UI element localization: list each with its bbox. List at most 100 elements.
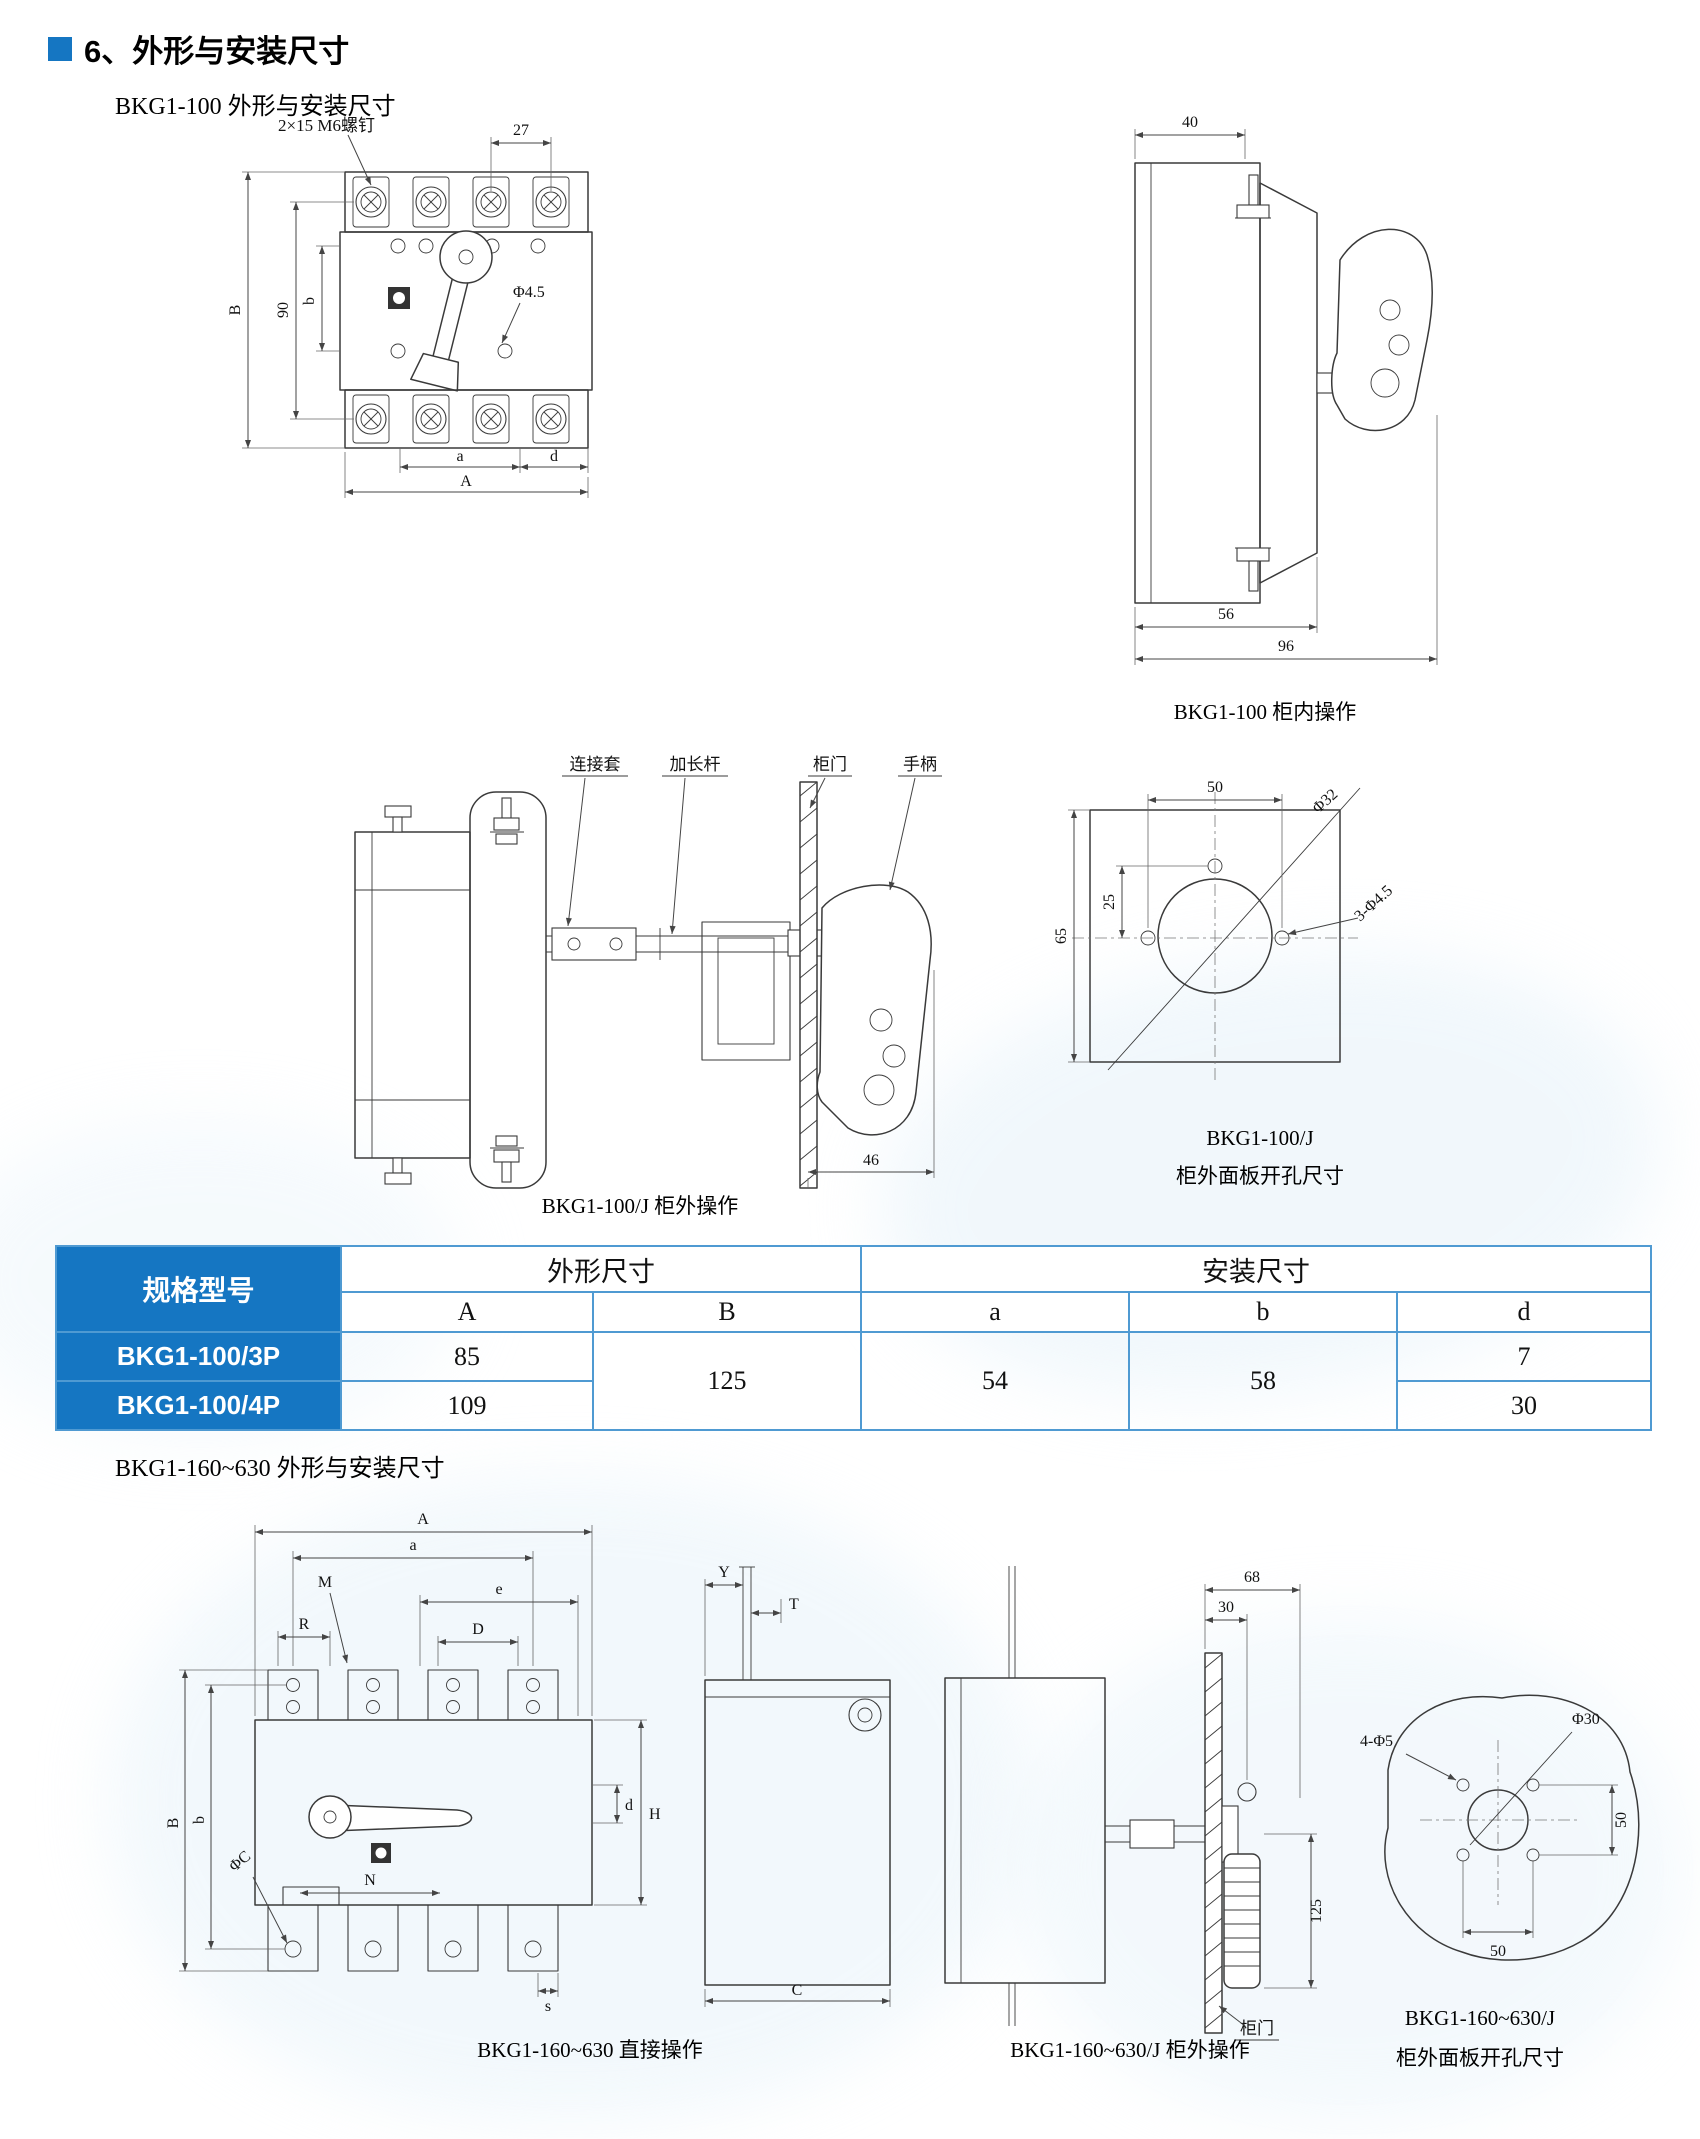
screw-note-label: 2×15 M6螺钉	[278, 116, 375, 135]
drawing-bkg1-630j-panel-cutout: 4-Φ5 Φ30 50 50	[1360, 1694, 1640, 1961]
cabinet-view-dimensions: 40 56 96	[1134, 114, 1438, 665]
dim-label-50-right: 50	[1613, 1812, 1630, 1828]
dim-label-40: 40	[1182, 114, 1198, 131]
dim-label-90: 90	[275, 302, 292, 318]
dim-label-b: b	[301, 297, 318, 305]
dim-label-d: d	[550, 448, 558, 465]
dim-label-46: 46	[863, 1152, 879, 1169]
door-bracket	[701, 921, 791, 1061]
table-col-b: b	[1128, 1291, 1398, 1333]
table-col-a: a	[860, 1291, 1130, 1333]
panel-630-body	[1384, 1694, 1640, 1961]
extension-view-labels: 连接套 加长杆 柜门 手柄 46	[562, 755, 942, 1188]
panel-630-dimensions: 4-Φ5 Φ30 50 50	[1360, 1711, 1630, 1960]
drawing-bkg1-630j-extension-view: 68 30 125 柜门	[944, 1566, 1325, 2041]
watermark-blob	[110, 1480, 1030, 2120]
caption-extension-630: BKG1-160~630/J 柜外操作	[1010, 2038, 1250, 2062]
dim-label-H: H	[649, 1806, 661, 1823]
drawing-bkg1-100j-panel-cutout: 50 25 65 Φ32 3-Φ4.5	[1053, 779, 1396, 1082]
dim-label-T: T	[789, 1596, 799, 1613]
table-header-model: 规格型号	[55, 1245, 342, 1333]
drawing-bkg1-630-direct-view: A a M e R D	[165, 1511, 661, 2015]
value-b-shared: 58	[1128, 1331, 1398, 1431]
dim-label-B: B	[227, 305, 244, 316]
external-handle	[816, 884, 932, 1136]
connector-sleeve	[551, 927, 637, 961]
caption-panel-630-line1: BKG1-160~630/J	[1404, 2006, 1556, 2030]
direct-view-body	[254, 1669, 593, 1972]
dim-label-30: 30	[1218, 1599, 1234, 1616]
front-view-body	[339, 171, 593, 449]
caption-cabinet-view: BKG1-100 柜内操作	[1173, 700, 1357, 724]
dim-label-B: B	[165, 1818, 182, 1829]
drawing-bkg1-100j-extension-view: 连接套 加长杆 柜门 手柄 46	[354, 755, 942, 1189]
drawing-bkg1-630-side-view: Y T C	[704, 1564, 891, 2007]
panel-cutout-body	[1072, 787, 1361, 1082]
drawing-bkg1-100-front-view: B 90 b 27 2×15 M6螺钉 Φ4.5 a d	[227, 116, 593, 498]
value-A-3p: 85	[340, 1331, 594, 1382]
label-connector-sleeve: 连接套	[570, 755, 621, 774]
dim-label-25: 25	[1101, 894, 1118, 910]
dim-label-D: D	[472, 1621, 484, 1638]
label-handle: 手柄	[903, 755, 937, 774]
value-d-3p: 7	[1395, 1331, 1653, 1382]
cabinet-door	[799, 781, 818, 1189]
dim-label-phi32: Φ32	[1309, 786, 1341, 817]
caption-extension-view: BKG1-100/J 柜外操作	[541, 1194, 739, 1218]
dim-label-56: 56	[1218, 606, 1234, 623]
label-cabinet-door: 柜门	[813, 755, 847, 774]
table-col-A: A	[340, 1291, 594, 1333]
table-col-B: B	[592, 1291, 862, 1333]
dim-label-N: N	[364, 1872, 376, 1889]
extension-630-body	[944, 1566, 1261, 2034]
watermark-blob	[1020, 1620, 1680, 2120]
dim-label-phi30: Φ30	[1572, 1711, 1600, 1728]
dim-label-50-bottom: 50	[1490, 1943, 1506, 1960]
drawing-bkg1-100-cabinet-view: 40 56 96	[1134, 114, 1438, 665]
dim-label-3-phi45: 3-Φ4.5	[1351, 882, 1396, 925]
table-row: BKG1-100/4P 109 30	[55, 1380, 1653, 1431]
dim-label-phi45: Φ4.5	[513, 284, 545, 301]
caption-panel-630-line2: 柜外面板开孔尺寸	[1396, 2046, 1564, 2070]
table-row: BKG1-100/3P 85 125 54 58 7	[55, 1331, 1653, 1431]
dim-label-s: s	[545, 1998, 551, 2015]
extension-view-body	[354, 781, 932, 1189]
value-a-shared: 54	[860, 1331, 1130, 1431]
direct-handle	[332, 1804, 473, 1832]
dim-label-A: A	[417, 1511, 429, 1528]
ribbed-handle	[1223, 1853, 1261, 1989]
dim-label-b: b	[191, 1816, 208, 1824]
dim-label-96: 96	[1278, 638, 1294, 655]
value-d-4p: 30	[1395, 1380, 1653, 1431]
label-extension-rod: 加长杆	[670, 755, 721, 774]
value-B-shared: 125	[592, 1331, 862, 1431]
model-cell-3p: BKG1-100/3P	[55, 1331, 342, 1382]
dim-label-C: C	[792, 1982, 803, 1999]
table-col-d: d	[1395, 1291, 1653, 1333]
dim-label-e: e	[495, 1581, 502, 1598]
dim-label-50: 50	[1207, 779, 1223, 796]
cabinet-door	[1204, 1652, 1223, 2034]
dim-label-a: a	[409, 1537, 416, 1554]
section-title: 6、外形与安装尺寸	[48, 26, 349, 71]
direct-view-dimensions-top: A a M e R D	[254, 1511, 593, 1716]
cabinet-view-body	[1134, 162, 1433, 604]
caption-direct-view: BKG1-160~630 直接操作	[477, 2038, 703, 2062]
section-title-text: 6、外形与安装尺寸	[84, 34, 350, 69]
dim-label-d: d	[625, 1797, 633, 1814]
subtitle-bkg1-160-630: BKG1-160~630 外形与安装尺寸	[115, 1456, 445, 1482]
dim-label-R: R	[299, 1616, 310, 1633]
caption-panel-cutout-line2: 柜外面板开孔尺寸	[1176, 1164, 1344, 1188]
spec-table: 规格型号 外形尺寸 安装尺寸 A B a b d BKG1-100/3P 85 …	[55, 1245, 1653, 1431]
section-bullet-icon	[48, 36, 72, 61]
dim-label-27: 27	[513, 122, 529, 139]
dim-label-125: 125	[1308, 1899, 1325, 1923]
dim-label-M: M	[318, 1574, 332, 1591]
table-header-install: 安装尺寸	[859, 1245, 1653, 1293]
front-view-dimensions: B 90 b 27 2×15 M6螺钉 Φ4.5 a d	[227, 116, 589, 498]
panel-cutout-dimensions: 50 25 65 Φ32 3-Φ4.5	[1053, 779, 1396, 1063]
dim-label-68: 68	[1244, 1569, 1260, 1586]
dim-label-phiC: ΦC	[226, 1848, 254, 1875]
dim-label-65: 65	[1053, 928, 1070, 944]
